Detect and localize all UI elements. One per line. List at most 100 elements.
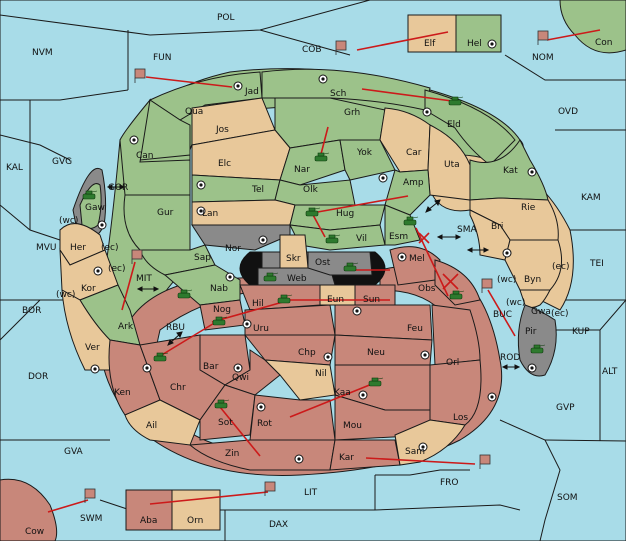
arrow-line bbox=[546, 29, 601, 41]
land-label-rot: Rot bbox=[257, 419, 272, 429]
supply-center-icon bbox=[487, 392, 497, 402]
land-label-nab: Nab bbox=[210, 284, 228, 294]
province-hil[interactable] bbox=[239, 284, 321, 311]
province-elf[interactable] bbox=[407, 14, 457, 53]
province-tel[interactable] bbox=[191, 174, 281, 203]
sea-label-pol: POL bbox=[217, 13, 235, 23]
province-ver[interactable] bbox=[61, 289, 116, 371]
armies bbox=[82, 96, 546, 409]
land-label-lan: Lan bbox=[202, 209, 218, 219]
province-aba[interactable] bbox=[125, 489, 173, 531]
land-label-feu: Feu bbox=[407, 324, 423, 334]
land-label-sam: Sam bbox=[405, 447, 425, 457]
double-arrow-icon bbox=[167, 331, 183, 346]
flag-icon bbox=[264, 481, 276, 496]
province-gur[interactable] bbox=[123, 194, 191, 251]
province-uta[interactable] bbox=[427, 124, 471, 201]
land-label-can: Can bbox=[136, 151, 154, 161]
coast-label: (wc) bbox=[59, 216, 78, 226]
province-yok[interactable] bbox=[339, 139, 396, 181]
x-mark-icon bbox=[442, 273, 459, 290]
land-label-zin: Zin bbox=[225, 449, 239, 459]
land-label-uru: Uru bbox=[253, 324, 269, 334]
province-esm[interactable] bbox=[384, 204, 421, 246]
supply-center-icon bbox=[196, 206, 206, 216]
sea-label-kam: KAM bbox=[581, 193, 601, 203]
arrow-line bbox=[311, 195, 409, 214]
supply-center-icon bbox=[242, 319, 252, 329]
supply-center-icon bbox=[258, 235, 268, 245]
province-pir[interactable] bbox=[517, 304, 557, 377]
double-arrow-icon bbox=[136, 286, 160, 292]
supply-center-icon bbox=[129, 135, 139, 145]
arrow-line bbox=[289, 383, 373, 418]
land-label-kat: Kat bbox=[503, 166, 518, 176]
supply-center-icon bbox=[397, 252, 407, 262]
supply-center-icon bbox=[418, 442, 428, 452]
province-nar[interactable] bbox=[279, 139, 346, 186]
sea-label-gvp: GVP bbox=[556, 403, 575, 413]
supply-center-icon bbox=[502, 248, 512, 258]
land-label-elc: Elc bbox=[218, 159, 231, 169]
supply-center-icon bbox=[93, 266, 103, 276]
land-label-esm: Esm bbox=[389, 232, 408, 242]
sea-label-som: SOM bbox=[557, 493, 578, 503]
province-rot[interactable] bbox=[249, 394, 336, 441]
province-sch[interactable] bbox=[261, 68, 431, 111]
land-label-grh: Grh bbox=[344, 108, 360, 118]
land-label-chp: Chp bbox=[298, 348, 316, 358]
province-feu[interactable] bbox=[334, 304, 433, 341]
supply-center-icon bbox=[378, 173, 388, 183]
land-label-neu: Neu bbox=[367, 348, 385, 358]
province-cow[interactable] bbox=[0, 478, 58, 542]
sea-label-dax: DAX bbox=[269, 520, 288, 530]
land-label-hel: Hel bbox=[467, 39, 482, 49]
land-labels: Jad Sch Qua Jos Grh Eld Can Nar Yok Car … bbox=[25, 38, 613, 537]
supply-center-icon bbox=[225, 272, 235, 282]
land-label-kar: Kar bbox=[339, 453, 354, 463]
land-label-sch: Sch bbox=[330, 89, 346, 99]
land-label-ken: Ken bbox=[114, 388, 131, 398]
province-nab[interactable] bbox=[163, 264, 241, 306]
land-label-qwi: Qwi bbox=[232, 373, 249, 383]
sea-label-mit: MIT bbox=[136, 274, 152, 284]
province-ail[interactable] bbox=[124, 399, 201, 446]
sea-label-kup: KUP bbox=[572, 327, 590, 337]
land-label-ark: Ark bbox=[118, 322, 134, 332]
land-label-mou: Mou bbox=[343, 421, 362, 431]
coast-label: (wc) bbox=[56, 290, 75, 300]
arrow-line bbox=[47, 499, 89, 513]
tank-icon bbox=[403, 216, 419, 226]
province-nor[interactable] bbox=[191, 224, 291, 251]
province-nil[interactable] bbox=[263, 359, 336, 401]
land-label-gaw: Gaw bbox=[85, 203, 105, 213]
province-sam[interactable] bbox=[394, 419, 466, 466]
land-label-gwa: Gwa bbox=[531, 307, 551, 317]
land-label-nar: Nar bbox=[294, 165, 310, 175]
sea-label-rod: ROD bbox=[500, 353, 520, 363]
sea-label-bor: BOR bbox=[22, 306, 41, 316]
sea-label-swm: SWM bbox=[80, 514, 102, 524]
land-label-nil: Nil bbox=[315, 369, 327, 379]
land-label-orn: Orn bbox=[187, 516, 203, 526]
land-label-sot: Sot bbox=[218, 418, 233, 428]
supply-center-icon bbox=[196, 180, 206, 190]
land-label-vil: Vil bbox=[356, 234, 367, 244]
arrow-line bbox=[211, 299, 291, 323]
land-label-eun: Eun bbox=[327, 295, 344, 305]
province-orn[interactable] bbox=[171, 489, 221, 531]
tank-icon bbox=[449, 290, 465, 300]
sea-label-fun: FUN bbox=[153, 53, 172, 63]
provinces bbox=[59, 68, 563, 471]
coast-label: (ec) bbox=[108, 264, 126, 274]
x-mark-icon bbox=[418, 232, 430, 244]
arrow-line bbox=[121, 261, 136, 311]
supply-center-icon bbox=[323, 352, 333, 362]
land-label-elf: Elf bbox=[424, 39, 436, 49]
tank-icon bbox=[177, 289, 193, 299]
land-label-eld: Eld bbox=[447, 120, 461, 130]
province-can[interactable] bbox=[119, 98, 191, 196]
tank-icon bbox=[214, 399, 230, 409]
land-label-sun: Sun bbox=[363, 295, 380, 305]
tank-icon bbox=[325, 234, 341, 244]
